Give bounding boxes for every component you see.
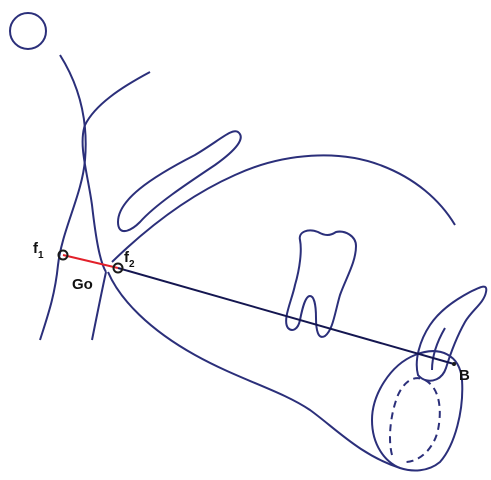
ear-rod-circle xyxy=(10,13,46,49)
f1-f2-segment xyxy=(63,255,118,268)
incisor-canal xyxy=(432,328,445,370)
incisor-tooth xyxy=(417,287,487,381)
point-b xyxy=(452,362,456,366)
label-f1: f1 xyxy=(33,240,44,261)
label-go: Go xyxy=(72,276,93,293)
label-b: B xyxy=(459,367,470,384)
posterior-ramus-curve xyxy=(40,55,86,340)
label-f2: f2 xyxy=(124,249,135,270)
ramus-lower-curve xyxy=(92,272,106,340)
mandible-lower-border xyxy=(108,272,400,468)
go-b-line xyxy=(118,268,454,364)
ramus-posterior-border xyxy=(83,72,150,272)
molar-tooth xyxy=(286,230,356,336)
symphysis-inner-dashed xyxy=(390,378,440,462)
